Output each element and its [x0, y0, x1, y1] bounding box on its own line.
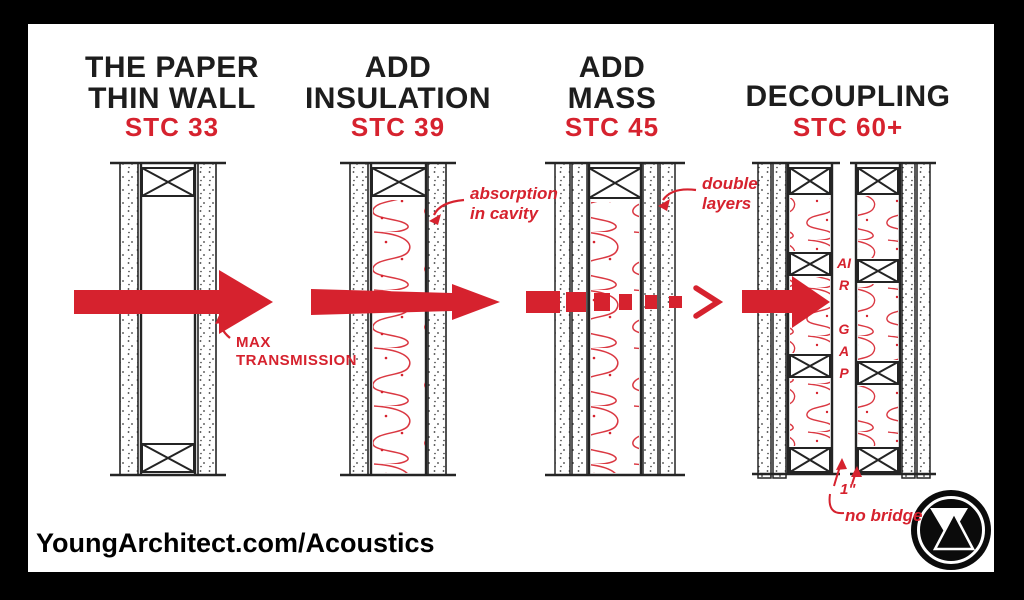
- panel1-stc-rating: STC 33: [124, 112, 220, 142]
- diagram-svg: [74, 161, 991, 570]
- wall4-left-bottom-blocking: [789, 447, 831, 473]
- panel4-title: DECOUPLING: [745, 81, 950, 112]
- no-bridge-note: no bridge: [845, 506, 923, 525]
- wall2-insulation-batt: [373, 200, 425, 473]
- wall2-studs: [369, 163, 428, 475]
- panel1-title: THE PAPER THIN WALL: [85, 52, 259, 114]
- wall4-gypsum-left-outer: [757, 162, 772, 479]
- diagram-canvas: THE PAPER THIN WALL ADD INSULATION ADD M…: [28, 24, 994, 572]
- wall4-gypsum-left-inner: [772, 162, 787, 479]
- wall-section-decoupled: [752, 161, 936, 479]
- wall4-insulation: [858, 284, 898, 360]
- sound-arrow-1-body: [74, 290, 219, 314]
- double-layers-pointer: [662, 188, 697, 201]
- wall1-top-blocking: [141, 167, 195, 197]
- wall4-insulation: [790, 198, 830, 251]
- wall4-gypsum-right-inner: [901, 162, 916, 479]
- wall4-right-mid2-blocking: [857, 361, 899, 385]
- wall4-right-top-blocking: [857, 167, 899, 195]
- panel1-title-line1: THE PAPER: [85, 51, 259, 84]
- wall3-studs: [587, 163, 643, 475]
- gap-pointer-2-head: [851, 466, 862, 477]
- max-transmission-line2: TRANSMISSION: [236, 352, 358, 369]
- air-gap-label-air: AIR: [837, 255, 851, 293]
- wall4-insulation: [858, 196, 898, 258]
- sound-arrow-2-head: [452, 284, 500, 320]
- website-url: YoungArchitect.com/Acoustics: [36, 528, 435, 558]
- wall4-plates: [752, 161, 936, 476]
- absorption-pointer-head: [429, 214, 441, 225]
- gap-size-label: 1": [840, 481, 856, 498]
- panel3-title: ADD MASS: [568, 52, 657, 114]
- wall1-gypsum-right: [197, 162, 217, 476]
- sound-arrow-3-dash: [669, 296, 682, 308]
- no-bridge-pointer: [828, 493, 845, 515]
- sound-arrow-1-head: [219, 270, 273, 334]
- sound-arrow-3-body: [526, 291, 560, 313]
- wall4-left-mid2-blocking: [789, 354, 831, 378]
- wall3-gypsum-right-outer: [659, 162, 676, 476]
- wall-section-paper-thin: [110, 161, 226, 477]
- wall4-right-mid-blocking: [857, 259, 899, 283]
- annotation-pointers: [215, 188, 862, 515]
- wall2-gypsum-right: [427, 162, 447, 476]
- wall3-top-blocking: [588, 167, 642, 199]
- double-layers-line2: layers: [702, 194, 752, 213]
- panel2-title-line1: ADD: [364, 51, 432, 84]
- sound-arrows: [74, 270, 830, 334]
- wall4-left-top-blocking: [789, 167, 831, 195]
- panel3-title-line1: ADD: [578, 51, 646, 84]
- wall4-studs: [786, 163, 902, 474]
- wall3-gypsum-left-outer: [554, 162, 571, 476]
- wall3-insulation-batt: [591, 202, 639, 473]
- logo-ring: [917, 496, 985, 564]
- wall1-studs: [139, 163, 197, 475]
- sound-arrow-3-dash: [594, 293, 610, 311]
- absorption-note: absorption in cavity: [470, 184, 558, 224]
- sound-arrow-3-dash: [619, 294, 632, 310]
- wall3-gypsum-left-inner: [571, 162, 588, 476]
- sound-arrow-3-dash: [566, 292, 586, 312]
- sound-arrow-4-body: [742, 290, 792, 313]
- absorption-pointer: [433, 198, 465, 216]
- wall4-right-bottom-blocking: [857, 447, 899, 473]
- wall4-left-mid-blocking: [789, 252, 831, 276]
- wall4-insulation: [858, 386, 898, 446]
- wall4-gypsum-right-outer: [916, 162, 931, 479]
- panel2-title: ADD INSULATION: [305, 52, 491, 114]
- absorption-line1: absorption: [470, 184, 558, 203]
- wall1-gypsum-left: [119, 162, 139, 476]
- wall4-insulation: [790, 379, 830, 446]
- wall-section-mass: [545, 161, 685, 477]
- wall1-bottom-blocking: [141, 443, 195, 473]
- panel2-stc-rating: STC 39: [350, 112, 446, 142]
- max-transmission-pointer-head: [215, 311, 228, 324]
- panel4-stc-rating: STC 60+: [792, 112, 904, 142]
- panel2-title-line2: INSULATION: [304, 82, 492, 115]
- sound-arrow-2-body: [311, 289, 452, 315]
- wall2-gypsum-left: [349, 162, 369, 476]
- double-layers-pointer-head: [658, 199, 670, 211]
- double-layers-line1: double: [702, 174, 758, 193]
- wall2-top-blocking: [371, 167, 427, 197]
- wall3-gypsum-right-inner: [642, 162, 659, 476]
- air-gap-label-gap: GAP: [838, 321, 850, 381]
- logo-up-triangle: [932, 510, 976, 551]
- panel3-title-line2: MASS: [567, 82, 657, 115]
- max-transmission-note: MAX TRANSMISSION: [236, 334, 357, 370]
- young-architect-logo: [911, 490, 991, 570]
- sound-arrow-4-head: [792, 276, 830, 328]
- panel4-title-line1: DECOUPLING: [745, 80, 951, 113]
- panel1-title-line2: THIN WALL: [88, 82, 256, 115]
- wall-section-insulation: [340, 161, 456, 477]
- double-layers-note: double layers: [702, 174, 758, 214]
- absorption-line2: in cavity: [470, 204, 539, 223]
- sound-arrow-3-dash: [645, 295, 657, 309]
- sound-arrow-3-open-head: [693, 285, 724, 319]
- gap-pointer-1-head: [836, 458, 847, 470]
- max-transmission-line1: MAX: [236, 334, 271, 351]
- panel3-stc-rating: STC 45: [564, 112, 660, 142]
